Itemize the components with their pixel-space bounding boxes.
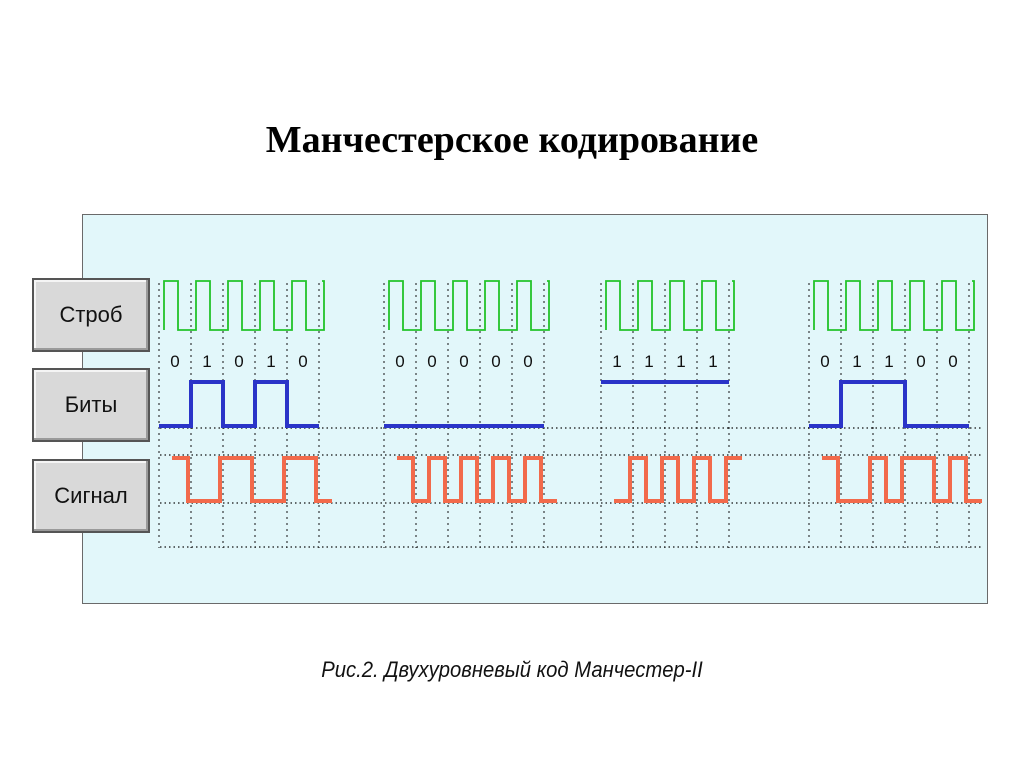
bit-label: 0 [395,352,404,371]
bit-label: 0 [916,352,925,371]
bit-label: 0 [234,352,243,371]
bit-label: 1 [852,352,861,371]
bits-waveform [159,380,319,428]
bits-waveform [809,380,969,428]
bit-label: 1 [676,352,685,371]
row-label-signal: Сигнал [32,459,150,533]
bit-label: 0 [948,352,957,371]
bit-label: 1 [644,352,653,371]
bit-label: 0 [170,352,179,371]
bit-label: 1 [202,352,211,371]
signal-waveform [172,456,332,503]
strobe-waveform [163,280,325,331]
strobe-waveform [813,280,975,331]
signal-waveform [614,456,742,503]
diagram-panel [82,214,988,604]
row-label-strobe: Строб [32,278,150,352]
bit-label: 0 [459,352,468,371]
bit-label: 0 [523,352,532,371]
figure-caption: Рис.2. Двухуровневый код Манчестер-II [321,657,703,682]
bit-label: 1 [884,352,893,371]
strobe-waveform [388,280,550,331]
row-label-bits: Биты [32,368,150,442]
signal-waveform [822,456,982,503]
bit-label: 1 [612,352,621,371]
strobe-waveform [605,280,735,331]
bit-label: 0 [491,352,500,371]
bit-label: 0 [298,352,307,371]
bit-label: 0 [820,352,829,371]
bit-label: 1 [708,352,717,371]
signal-waveform [397,456,557,503]
bit-label: 1 [266,352,275,371]
page-title: Манчестерское кодирование [265,119,759,161]
bit-label: 0 [427,352,436,371]
